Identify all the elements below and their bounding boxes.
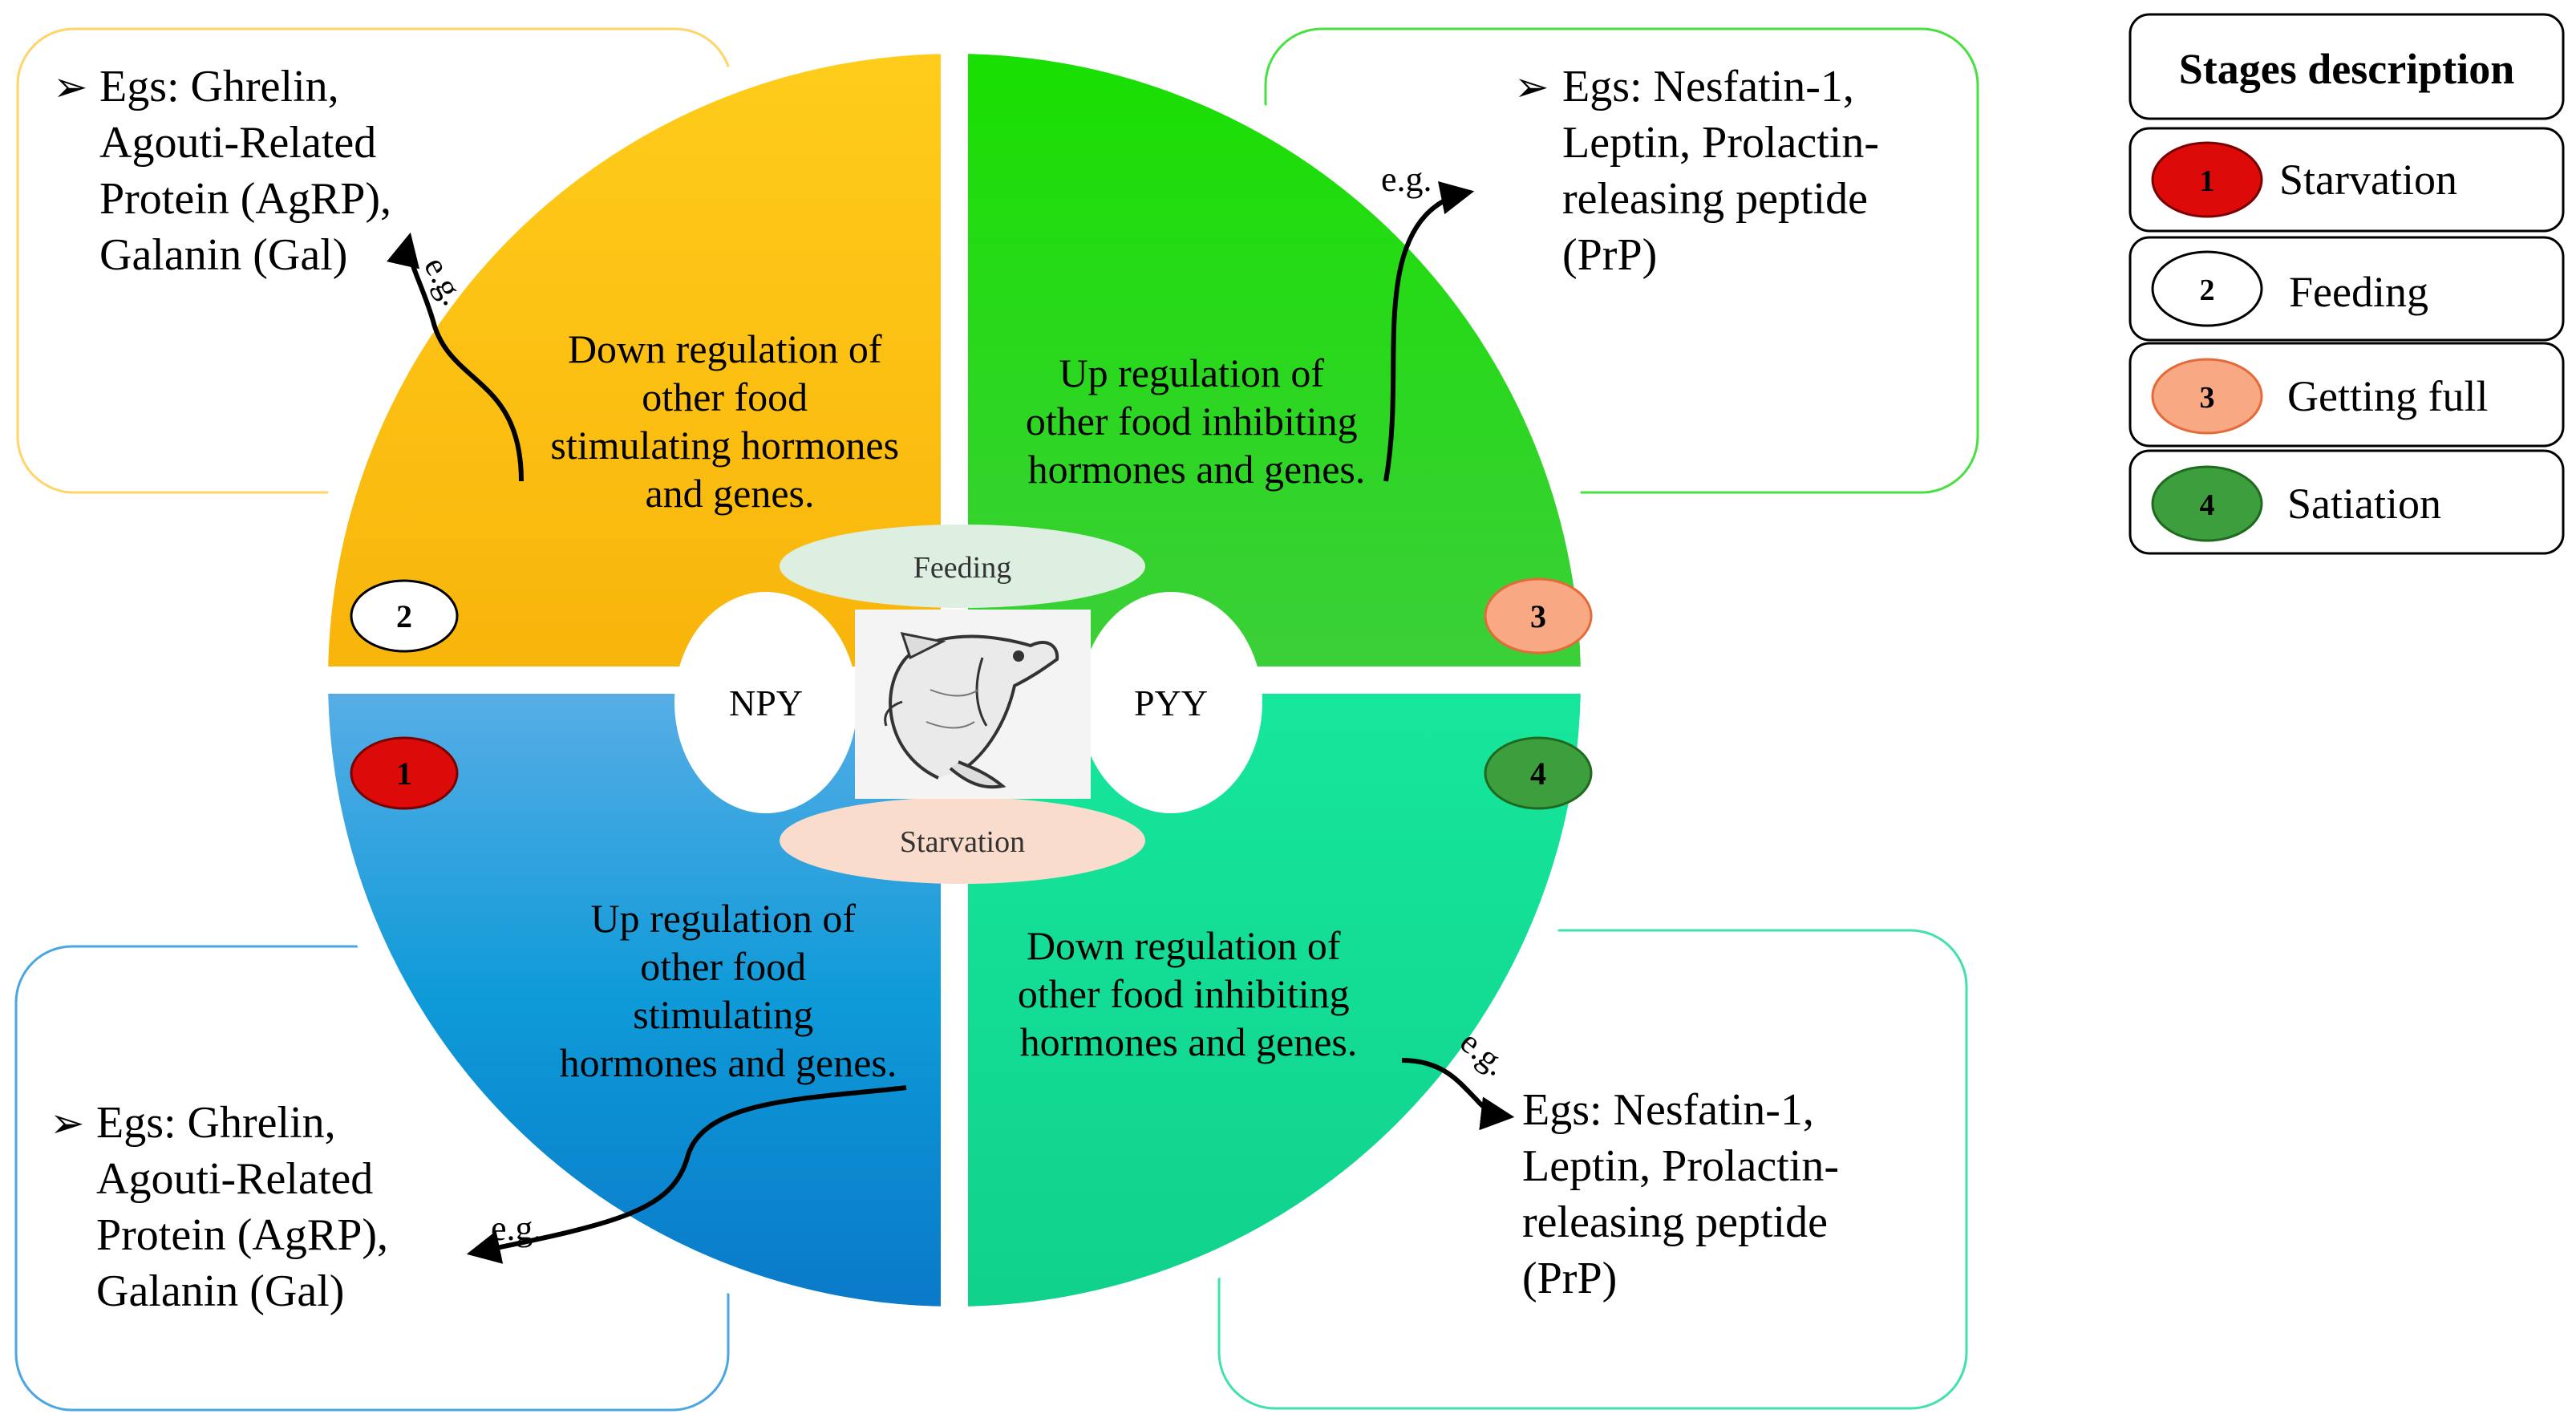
- svg-text:Protein (AgRP),: Protein (AgRP),: [99, 174, 391, 224]
- feeding-eg-arrow: [387, 232, 524, 482]
- getting-full-quadrant: [941, 26, 1609, 694]
- bullet-arrow-icon: ➢: [1514, 65, 1549, 111]
- svg-text:Leptin, Prolactin-: Leptin, Prolactin-: [1522, 1141, 1839, 1191]
- satiation-example-list: Egs: Nesfatin-1, Leptin, Prolactin- rele…: [1522, 1085, 1839, 1303]
- svg-text:Getting full: Getting full: [2287, 372, 2488, 420]
- svg-text:4: 4: [2200, 488, 2215, 522]
- svg-text:Agouti-Related: Agouti-Related: [99, 118, 376, 168]
- svg-text:Leptin, Prolactin-: Leptin, Prolactin-: [1562, 118, 1879, 168]
- svg-text:Satiation: Satiation: [2287, 480, 2441, 528]
- svg-text:3: 3: [2200, 381, 2215, 415]
- svg-text:Starvation: Starvation: [2279, 156, 2457, 204]
- svg-text:3: 3: [1530, 598, 1546, 634]
- svg-text:releasing peptide: releasing peptide: [1562, 174, 1868, 224]
- badge-satiation: 4: [1484, 736, 1593, 810]
- satiation-eg-arrow: [1401, 1058, 1515, 1131]
- svg-text:Galanin (Gal): Galanin (Gal): [96, 1266, 344, 1316]
- badge-starvation: 1: [350, 736, 459, 810]
- fish-icon: [855, 610, 1091, 799]
- svg-text:Egs: Nesfatin-1,: Egs: Nesfatin-1,: [1562, 62, 1854, 111]
- starvation-state-oval: [780, 797, 1145, 884]
- svg-text:2: 2: [396, 598, 412, 634]
- legend-item-starvation: 1 Starvation: [2128, 127, 2565, 233]
- pyy-label: PYY: [1134, 683, 1208, 723]
- npy-label: NPY: [729, 683, 803, 723]
- bullet-arrow-icon: ➢: [50, 1101, 85, 1147]
- starvation-quadrant-text: Up regulation of other food stimulating …: [560, 896, 897, 1085]
- getting-full-example-list: ➢ Egs: Nesfatin-1, Leptin, Prolactin- re…: [1514, 62, 1879, 280]
- badge-feeding: 2: [350, 579, 459, 653]
- getting-full-eg-arrow: [1383, 181, 1475, 482]
- svg-text:Galanin (Gal): Galanin (Gal): [99, 230, 347, 280]
- getting-full-quadrant-text: Up regulation of other food inhibiting h…: [1026, 350, 1367, 492]
- legend-title: Stages description: [2179, 45, 2515, 93]
- starvation-eg-arrow: [466, 1085, 907, 1264]
- svg-text:Feeding: Feeding: [2289, 268, 2428, 316]
- satiation-quadrant-text: Down regulation of other food inhibiting…: [1018, 923, 1359, 1064]
- svg-text:1: 1: [2200, 164, 2215, 198]
- badge-getting-full: 3: [1484, 577, 1593, 654]
- feeding-state-label: Feeding: [913, 551, 1011, 585]
- svg-text:1: 1: [396, 756, 412, 792]
- starvation-eg-label: e.g.: [491, 1209, 542, 1248]
- svg-text:Egs: Ghrelin,: Egs: Ghrelin,: [99, 62, 339, 111]
- svg-text:releasing peptide: releasing peptide: [1522, 1197, 1828, 1247]
- svg-text:Egs: Nesfatin-1,: Egs: Nesfatin-1,: [1522, 1085, 1814, 1135]
- legend-title-box: [2128, 13, 2565, 120]
- pyy-oval: [1079, 592, 1262, 813]
- svg-text:Protein (AgRP),: Protein (AgRP),: [96, 1210, 388, 1260]
- stages-legend: Stages description 1 Starvation 2 Feedin…: [2128, 13, 2565, 555]
- feeding-quadrant-text: Down regulation of other food stimulatin…: [550, 326, 909, 516]
- npy-oval: [674, 592, 857, 813]
- feeding-example-list: ➢ Egs: Ghrelin, Agouti-Related Protein (…: [53, 62, 391, 280]
- bullet-arrow-icon: ➢: [53, 65, 88, 111]
- getting-full-eg-label: e.g.: [1381, 160, 1432, 199]
- starvation-example-list: ➢ Egs: Ghrelin, Agouti-Related Protein (…: [50, 1098, 388, 1316]
- svg-text:Egs: Ghrelin,: Egs: Ghrelin,: [96, 1098, 336, 1148]
- svg-text:2: 2: [2200, 273, 2215, 307]
- svg-text:(PrP): (PrP): [1522, 1254, 1617, 1303]
- svg-text:Agouti-Related: Agouti-Related: [96, 1154, 373, 1204]
- starvation-state-label: Starvation: [900, 825, 1025, 859]
- feeding-quadrant: [300, 26, 968, 694]
- legend-item-getting-full: 3 Getting full: [2128, 342, 2565, 448]
- svg-text:4: 4: [1530, 756, 1546, 792]
- legend-item-feeding: 2 Feeding: [2128, 236, 2565, 342]
- feeding-state-oval: [780, 525, 1145, 608]
- legend-item-satiation: 4 Satiation: [2128, 449, 2565, 555]
- svg-text:(PrP): (PrP): [1562, 230, 1657, 280]
